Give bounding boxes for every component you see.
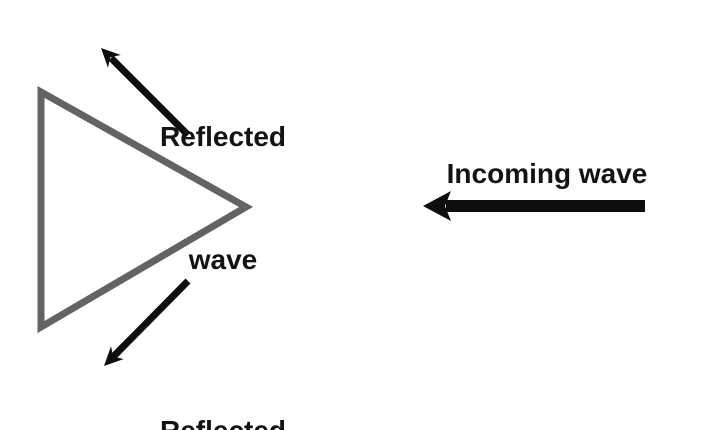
reflected-wave-arrow-bottom-head [104, 346, 124, 366]
reflected-wave-arrow-bottom-icon [104, 278, 191, 366]
reflected-wave-label-bottom-line1: Reflected [148, 410, 298, 430]
reflected-wave-arrow-top-head [101, 48, 121, 68]
prism-triangle-icon [37, 86, 254, 334]
reflected-wave-label-bottom: Reflected wave [148, 328, 298, 430]
reflected-wave-arrow-top-icon [101, 48, 191, 138]
reflected-wave-label-top-line2: wave [188, 244, 258, 275]
reflected-wave-label-top-line1: Reflected [159, 121, 287, 152]
incoming-wave-arrow-icon [423, 191, 645, 221]
incoming-wave-arrow-head [423, 191, 451, 221]
reflected-wave-arrow-top-shaft [108, 55, 191, 138]
reflected-wave-label-top: Reflected wave [148, 34, 298, 362]
reflected-wave-arrow-bottom-shaft [109, 278, 191, 361]
incoming-wave-label: Incoming wave [446, 158, 648, 189]
